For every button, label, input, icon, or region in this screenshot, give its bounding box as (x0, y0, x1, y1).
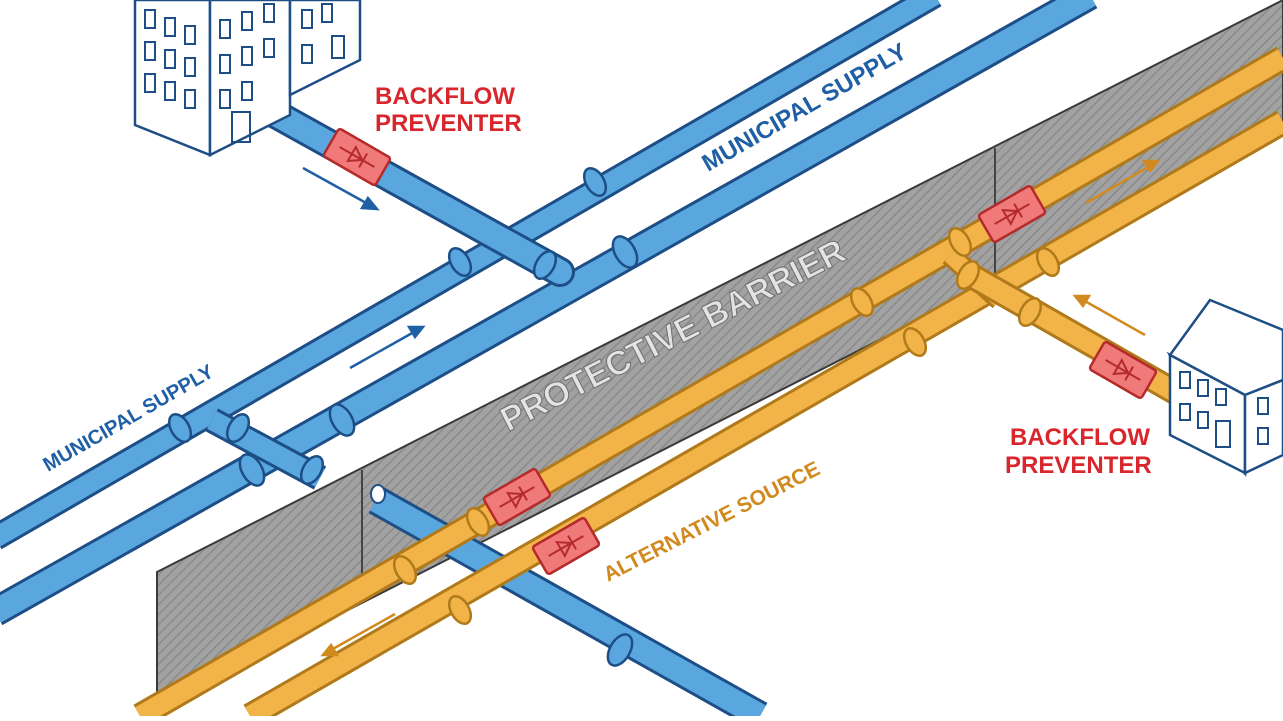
alternative-pipes (133, 46, 1283, 721)
alternative-source-label: ALTERNATIVE SOURCE (600, 457, 824, 586)
backflow-valve-icon (322, 127, 392, 187)
flow-arrow-icon (302, 166, 380, 211)
backflow-preventer-label-right-2: PREVENTER (1005, 452, 1152, 479)
backflow-valve-icon (977, 184, 1047, 244)
municipal-pipes (0, 0, 1098, 721)
flow-arrow-icon (1085, 159, 1161, 205)
backflow-preventer-label-right-1: BACKFLOW (1010, 424, 1150, 451)
house-icon (1166, 298, 1283, 478)
backflow-preventer-label-top-1: BACKFLOW (375, 83, 515, 110)
backflow-preventer-label-top-2: PREVENTER (375, 110, 522, 137)
flow-arrow-icon (320, 612, 396, 657)
backflow-valve-icon (531, 516, 601, 576)
backflow-valve-icon (1088, 340, 1158, 400)
flow-arrow-icon (1072, 294, 1146, 337)
flow-arrow-icon (349, 325, 426, 370)
backflow-valve-icon (482, 467, 552, 527)
building-icon (133, 0, 362, 158)
